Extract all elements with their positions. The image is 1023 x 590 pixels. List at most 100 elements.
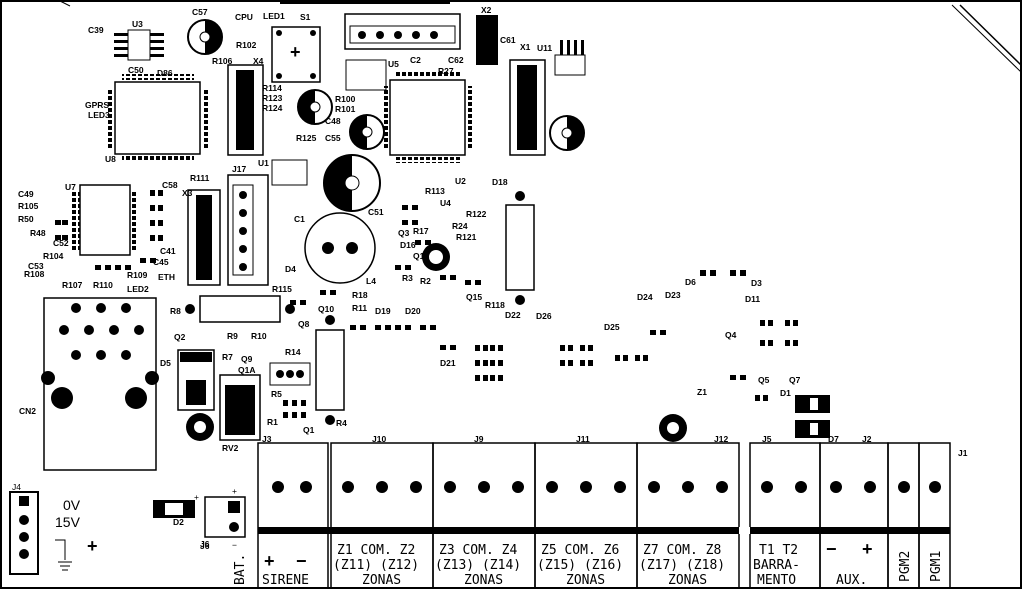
smd-pads [55, 190, 798, 418]
svg-text:Q8: Q8 [298, 319, 310, 329]
svg-text:R106: R106 [212, 56, 233, 66]
zonas-d-line2: (Z17) (Z18) [639, 558, 725, 573]
svg-text:R50: R50 [18, 214, 34, 224]
svg-text:R114: R114 [262, 83, 282, 93]
svg-text:+: + [290, 42, 301, 62]
svg-text:X3: X3 [182, 188, 193, 198]
svg-text:D3: D3 [751, 278, 762, 288]
svg-text:Z1: Z1 [697, 387, 707, 397]
transistor-q14 [422, 243, 450, 271]
svg-text:R7: R7 [222, 352, 233, 362]
svg-text:X1: X1 [520, 42, 531, 52]
svg-text:X4: X4 [253, 56, 264, 66]
capacitor-c68 [549, 115, 585, 151]
svg-text:R14: R14 [285, 347, 301, 357]
svg-text:D20: D20 [405, 306, 421, 316]
svg-text:ETH: ETH [158, 272, 175, 282]
aux-plus: + [862, 539, 873, 559]
svg-text:R111: R111 [190, 173, 210, 183]
svg-text:D25: D25 [604, 322, 620, 332]
bat-minus-label: − [232, 540, 237, 550]
svg-text:R105: R105 [18, 201, 39, 211]
svg-text:R5: R5 [271, 389, 282, 399]
svg-text:R9: R9 [227, 331, 238, 341]
svg-text:Q15: Q15 [466, 292, 482, 302]
svg-text:R122: R122 [466, 209, 487, 219]
svg-text:R118: R118 [485, 300, 505, 310]
pgm1-label: PGM1 [929, 551, 944, 582]
svg-text:D1: D1 [780, 388, 791, 398]
barramento-line2: BARRA- [753, 558, 800, 573]
svg-text:U2: U2 [455, 176, 466, 186]
svg-text:C50: C50 [128, 65, 144, 75]
svg-text:U3: U3 [132, 19, 143, 29]
svg-text:R101: R101 [335, 104, 356, 114]
connector-j6-battery [204, 496, 246, 538]
barramento-line3: MENTO [757, 573, 796, 588]
svg-text:R24: R24 [452, 221, 468, 231]
svg-text:R2: R2 [420, 276, 431, 286]
svg-text:D23: D23 [665, 290, 681, 300]
svg-text:D22: D22 [505, 310, 521, 320]
sirene-plus: + [264, 551, 275, 571]
zonas-c-line2: (Z15) (Z16) [537, 558, 623, 573]
svg-text:D18: D18 [492, 177, 508, 187]
svg-text:C41: C41 [160, 246, 176, 256]
zonas-c-line1: Z5 COM. Z6 [541, 543, 619, 558]
svg-text:D6: D6 [685, 277, 696, 287]
svg-text:U1: U1 [258, 158, 269, 168]
svg-text:Q3: Q3 [398, 228, 410, 238]
svg-text:R1: R1 [267, 417, 278, 427]
label-j6: J6 [200, 541, 210, 551]
crystal-x2 [476, 15, 498, 65]
svg-text:Q7: Q7 [789, 375, 801, 385]
label-j3: J3 [262, 434, 272, 444]
sirene-minus: − [296, 551, 307, 571]
ic-u11 [554, 40, 586, 76]
svg-text:R27: R27 [438, 66, 454, 76]
svg-text:CPU: CPU [235, 12, 253, 22]
ic-u2 [383, 72, 472, 163]
svg-text:D21: D21 [440, 358, 456, 368]
diode-d2 [153, 500, 195, 518]
switch-s1: + [271, 26, 321, 83]
label-j12: J12 [714, 434, 728, 444]
sirene-label: SIRENE [262, 573, 309, 588]
fifteen-v-label: 15V [55, 514, 81, 530]
label-j5: J5 [762, 434, 772, 444]
connector-j4-label: J4 [12, 482, 21, 492]
bat-label: BAT. [233, 554, 248, 585]
svg-text:R121: R121 [456, 232, 477, 242]
svg-text:D19: D19 [375, 306, 391, 316]
crystal-x1 [509, 59, 546, 156]
svg-text:J6: J6 [200, 539, 210, 549]
inductor-l4 [304, 212, 376, 284]
mounting-hole-left [186, 413, 214, 441]
svg-text:D5: D5 [160, 358, 171, 368]
svg-text:LED2: LED2 [127, 284, 149, 294]
terminal-blocks [257, 442, 951, 589]
svg-text:R3: R3 [402, 273, 413, 283]
svg-text:D2: D2 [173, 517, 184, 527]
bat-plus-label: + [232, 486, 237, 496]
svg-text:Q9: Q9 [241, 354, 253, 364]
zonas-a-line1: Z1 COM. Z2 [337, 543, 415, 558]
svg-text:S1: S1 [300, 12, 311, 22]
svg-text:R113: R113 [425, 186, 445, 196]
svg-text:D4: D4 [285, 264, 296, 274]
svg-text:R102: R102 [236, 40, 257, 50]
svg-text:C39: C39 [88, 25, 104, 35]
svg-text:R8: R8 [170, 306, 181, 316]
label-j9: J9 [474, 434, 484, 444]
svg-text:Q5: Q5 [758, 375, 770, 385]
capacitor-c48 [297, 89, 333, 125]
svg-text:R11: R11 [352, 303, 367, 313]
zonas-a-line2: (Z11) (Z12) [333, 558, 419, 573]
svg-text:X2: X2 [481, 5, 492, 15]
svg-text:C58: C58 [162, 180, 178, 190]
svg-text:U5: U5 [388, 59, 399, 69]
svg-text:R110: R110 [93, 280, 113, 290]
mounting-hole-right [659, 414, 687, 442]
